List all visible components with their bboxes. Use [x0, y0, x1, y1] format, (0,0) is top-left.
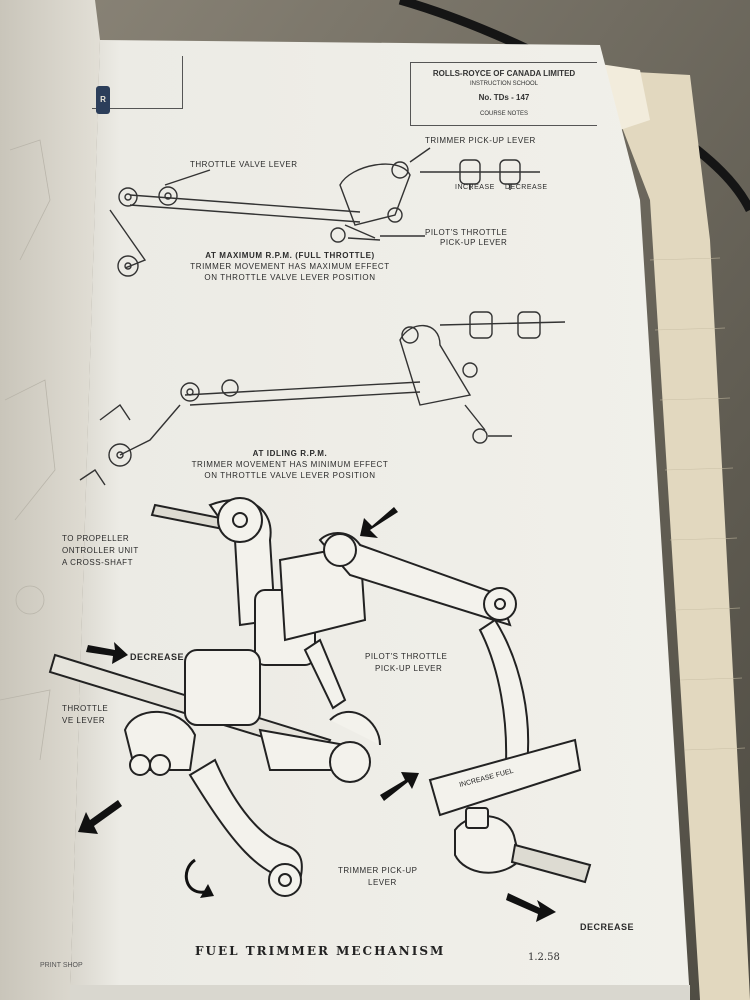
- print-shop-label: PRINT SHOP: [40, 962, 83, 969]
- linkage-diagram-full-throttle: [109, 147, 540, 277]
- company-name: ROLLS-ROYCE OF CANADA LIMITED: [432, 69, 576, 78]
- caption-idling-line1: TRIMMER MOVEMENT HAS MINIMUM EFFECT: [191, 460, 389, 469]
- rolls-royce-logo-icon: R: [96, 86, 110, 114]
- fuel-trimmer-3d-mechanism: INCREASE FUEL: [48, 497, 592, 897]
- caption-full-throttle: AT MAXIMUM R.P.M. (FULL THROTTLE) TRIMME…: [170, 250, 410, 283]
- arrow-rotation-head: [200, 884, 214, 898]
- caption-full-throttle-line1: TRIMMER MOVEMENT HAS MAXIMUM EFFECT: [190, 262, 390, 271]
- label-cross-shaft: A CROSS-SHAFT: [62, 558, 133, 567]
- caption-idling-title: AT IDLING R.P.M.: [252, 449, 328, 458]
- label-decrease: DECREASE: [505, 184, 548, 191]
- page-bottom-band: [70, 985, 690, 1000]
- course-notes: COURSE NOTES: [479, 111, 528, 117]
- arrow-top-decrease: [360, 507, 398, 538]
- label-throttle-left: THROTTLE: [62, 704, 109, 713]
- label-decrease-left: DECREASE: [130, 652, 185, 662]
- backing-sheet: [600, 70, 750, 1000]
- label-throttle-valve-lever: THROTTLE VALVE LEVER: [190, 160, 298, 169]
- backing-sheet-lines: [649, 257, 746, 751]
- document-header: ROLLS-ROYCE OF CANADA LIMITED INSTRUCTIO…: [410, 62, 597, 126]
- label-valve-lever-left: VE LEVER: [62, 716, 106, 725]
- label-trimmer-pickup-bottom: TRIMMER PICK-UP: [338, 866, 418, 875]
- figure-date: 1.2.58: [528, 952, 560, 963]
- label-pilots-throttle-bottom: PILOT'S THROTTLE: [365, 652, 448, 661]
- backing-sheet-edge: [600, 64, 650, 130]
- arrow-left-down: [78, 800, 122, 834]
- school-name: INSTRUCTION SCHOOL: [469, 81, 538, 87]
- figure-title: FUEL TRIMMER MECHANISM: [195, 944, 446, 958]
- logo-box: [92, 56, 183, 109]
- label-trimmer-pickup-lever: TRIMMER PICK-UP LEVER: [425, 136, 536, 145]
- label-pilots-throttle-top: PILOT'S THROTTLE: [425, 228, 508, 237]
- caption-idling: AT IDLING R.P.M. TRIMMER MOVEMENT HAS MI…: [170, 448, 410, 481]
- label-controller-unit: ONTROLLER UNIT: [62, 546, 139, 555]
- arrow-rotation: [184, 858, 206, 894]
- arrow-increase-bottom: [380, 772, 419, 801]
- label-to-propeller: TO PROPELLER: [62, 534, 130, 543]
- label-pickup-lever-bottom: PICK-UP LEVER: [375, 664, 443, 673]
- caption-idling-line2: ON THROTTLE VALVE LEVER POSITION: [204, 471, 376, 480]
- label-lever-bottom: LEVER: [368, 878, 397, 887]
- linkage-diagram-idling: [79, 311, 566, 486]
- direction-arrows: [78, 507, 556, 922]
- document-number: No. TDs - 147: [478, 93, 530, 102]
- arrow-left-decrease: [86, 642, 128, 664]
- caption-full-throttle-line2: ON THROTTLE VALVE LEVER POSITION: [204, 273, 376, 282]
- label-decrease-right: DECREASE: [580, 922, 635, 932]
- left-page-faint-drawing: [0, 139, 56, 761]
- caption-full-throttle-title: AT MAXIMUM R.P.M. (FULL THROTTLE): [205, 251, 375, 260]
- arrow-decrease-bottom: [506, 893, 556, 922]
- label-increase: INCREASE: [455, 184, 495, 191]
- label-pickup-lever-top: PICK-UP LEVER: [440, 238, 508, 247]
